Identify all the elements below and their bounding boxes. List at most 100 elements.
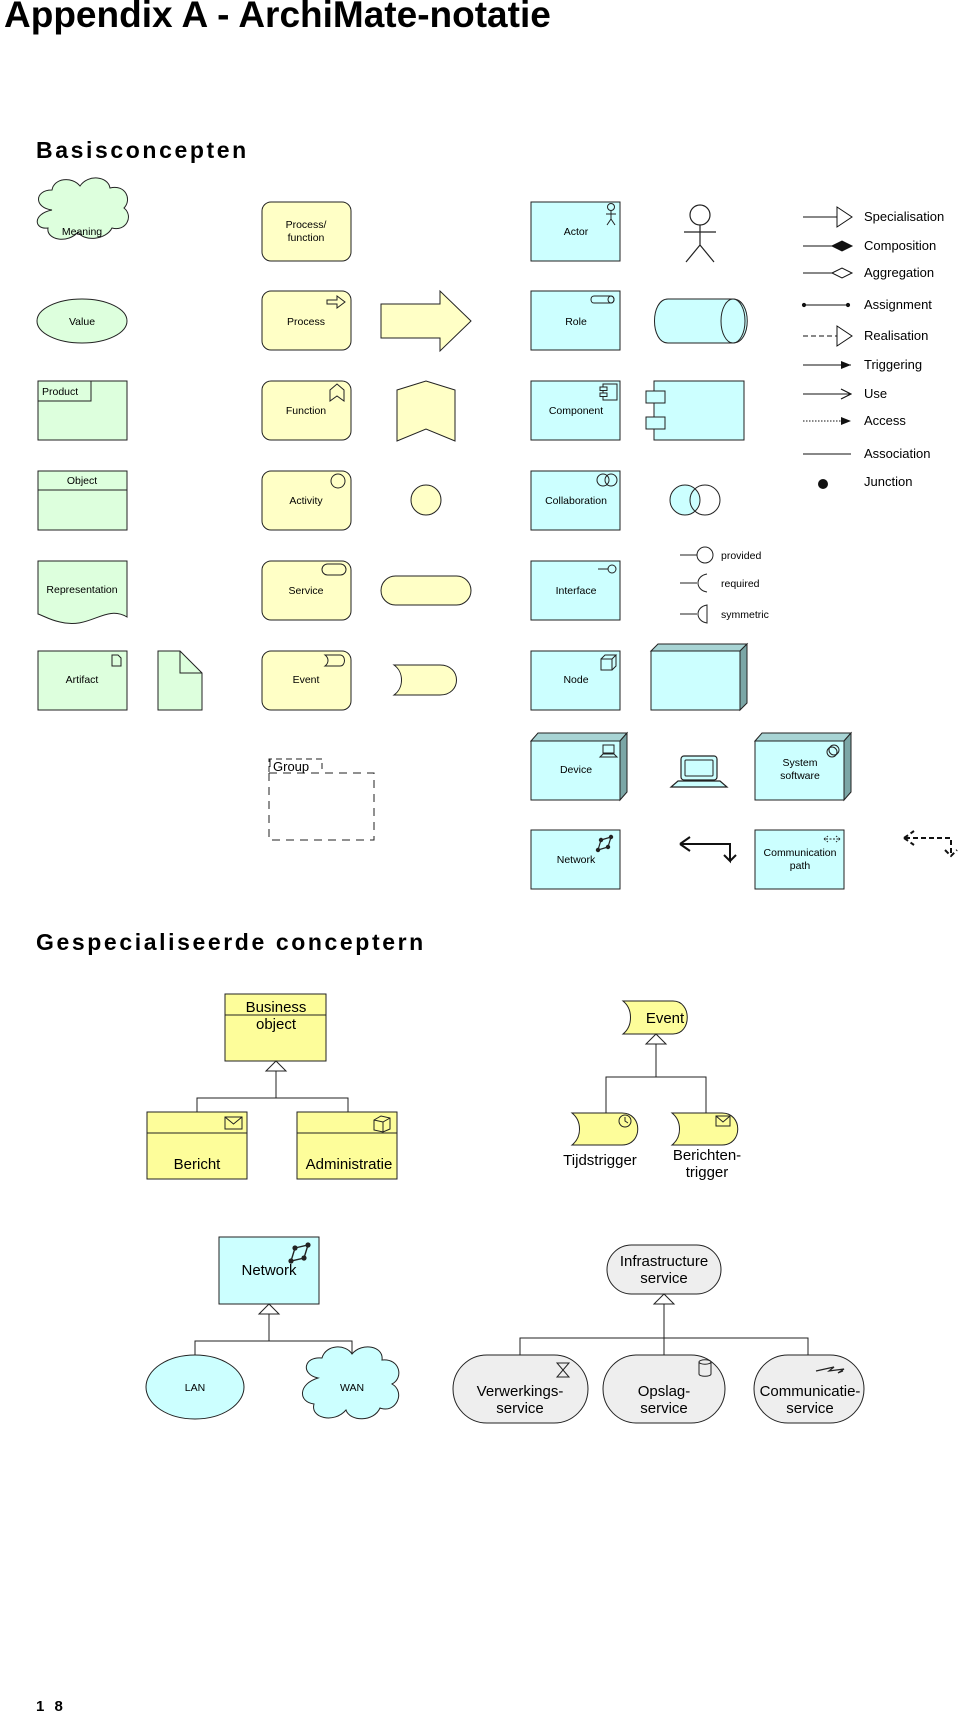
communication-path-shape: Communication path [754, 829, 845, 890]
event-spec-label: Event [646, 1010, 685, 1027]
process-arrow-icon [380, 289, 472, 353]
group-shape: Group [268, 758, 375, 841]
interface-symmetric-label: symmetric [721, 609, 769, 621]
node-box-icon [649, 642, 749, 712]
business-object-label-1: Business [246, 999, 307, 1016]
role-cylinder-icon [654, 298, 748, 344]
function-chevron-icon [396, 380, 456, 442]
realisation-relation: Realisation [803, 325, 928, 347]
specialisation-relation: Specialisation [803, 206, 944, 228]
berichtentrigger-label-2: trigger [686, 1164, 729, 1181]
component-icon [645, 380, 745, 441]
relation-label-triggering: Triggering [864, 357, 922, 372]
business-object-label-2: object [256, 1016, 297, 1033]
actor-shape: Actor [530, 201, 621, 262]
artifact-label: Artifact [66, 674, 99, 686]
artifact-icon [157, 650, 203, 711]
component-label: Component [549, 405, 603, 417]
network-label: Network [557, 854, 596, 866]
verwerkings-label-2: service [496, 1400, 544, 1417]
communicatie-service-box: Communicatie- service [753, 1354, 865, 1424]
event-shape: Event [261, 650, 352, 711]
event-box: Event [621, 1000, 688, 1035]
database-icon [373, 1115, 391, 1133]
system-software-label-1: System [782, 757, 817, 769]
service-shape: Service [261, 560, 352, 621]
activity-label: Activity [289, 495, 323, 507]
infrastructure-service-label-2: service [640, 1270, 688, 1287]
relation-label-association: Association [864, 446, 930, 461]
mail-icon [224, 1116, 243, 1130]
hourglass-icon [555, 1362, 571, 1378]
mail-icon [715, 1115, 731, 1127]
lan-label: LAN [185, 1382, 205, 1394]
process-shape: Process [261, 290, 352, 351]
tijdstrigger-label: Tijdstrigger [563, 1152, 637, 1169]
junction-relation: Junction [818, 474, 912, 489]
communication-path-label-1: Communication [764, 847, 837, 859]
business-object-tree: Business object Bericht Administratie [146, 993, 398, 1180]
relation-label-access: Access [864, 413, 906, 428]
wan-shape: WAN [302, 1346, 400, 1420]
system-software-shape: System software [753, 731, 853, 802]
function-shape: Function [261, 380, 352, 441]
value-shape: Value [36, 298, 128, 344]
section-heading-specialized: Gespecialiseerde conceptern [36, 929, 426, 955]
node-shape: Node [530, 650, 621, 711]
administratie-label: Administratie [306, 1156, 393, 1173]
administratie-box: Administratie [296, 1111, 398, 1180]
interface-label: Interface [556, 585, 597, 597]
network-arrow-icon [679, 836, 737, 864]
meaning-label: Meaning [62, 226, 102, 238]
interface-provided-label: provided [721, 550, 761, 562]
device-label: Device [560, 764, 592, 776]
interface-required-label: required [721, 578, 760, 590]
triggering-relation: Triggering [803, 357, 922, 372]
tijdstrigger-box: Tijdstrigger [563, 1112, 639, 1169]
activity-circle-icon [410, 484, 442, 516]
assignment-relation: Assignment [801, 297, 932, 312]
process-label: Process [287, 316, 325, 328]
group-label: Group [273, 759, 309, 774]
business-object-box: Business object [224, 993, 327, 1062]
meaning-shape: Meaning [36, 177, 129, 240]
service-pill-icon [380, 575, 472, 606]
communicatie-label-2: service [786, 1400, 834, 1417]
role-label: Role [565, 316, 587, 328]
clock-icon [618, 1114, 632, 1128]
communication-path-arrow-icon [903, 830, 958, 858]
communicatie-label-1: Communicatie- [760, 1383, 861, 1400]
verwerkings-label-1: Verwerkings- [477, 1383, 564, 1400]
storage-cylinder-icon [698, 1362, 712, 1377]
bericht-box: Bericht [146, 1111, 248, 1180]
event-label: Event [293, 674, 320, 686]
service-label: Service [288, 585, 323, 597]
relation-label-use: Use [864, 386, 887, 401]
page-title: Appendix A - ArchiMate-notatie [4, 0, 551, 35]
collaboration-circles-icon [669, 484, 721, 516]
lightning-icon [815, 1366, 845, 1374]
opslag-label-1: Opslag- [638, 1383, 691, 1400]
infrastructure-service-label-1: Infrastructure [620, 1253, 708, 1270]
collaboration-shape: Collaboration [530, 470, 621, 531]
event-tree: Event Tijdstrigger Berichten- trigger [563, 1000, 741, 1181]
relation-label-junction: Junction [864, 474, 912, 489]
aggregation-relation: Aggregation [803, 265, 934, 280]
device-shape: Device [529, 731, 629, 802]
actor-label: Actor [564, 226, 589, 238]
interface-provided-icon: provided [680, 546, 761, 564]
association-relation: Association [803, 446, 930, 461]
wan-label: WAN [340, 1382, 364, 1394]
object-label: Object [67, 475, 97, 487]
product-label: Product [42, 386, 78, 398]
infrastructure-service-tree: Infrastructure service Verwerkings- serv… [452, 1244, 865, 1424]
representation-shape: Representation [37, 560, 128, 624]
use-relation: Use [803, 386, 887, 401]
network-tree: Network LAN WAN [145, 1236, 400, 1420]
artifact-shape: Artifact [37, 650, 128, 711]
network-spec-label: Network [241, 1262, 297, 1279]
function-label: Function [286, 405, 326, 417]
relations-legend: Specialisation Composition Aggregation A… [801, 206, 944, 489]
product-shape: Product [37, 380, 128, 441]
